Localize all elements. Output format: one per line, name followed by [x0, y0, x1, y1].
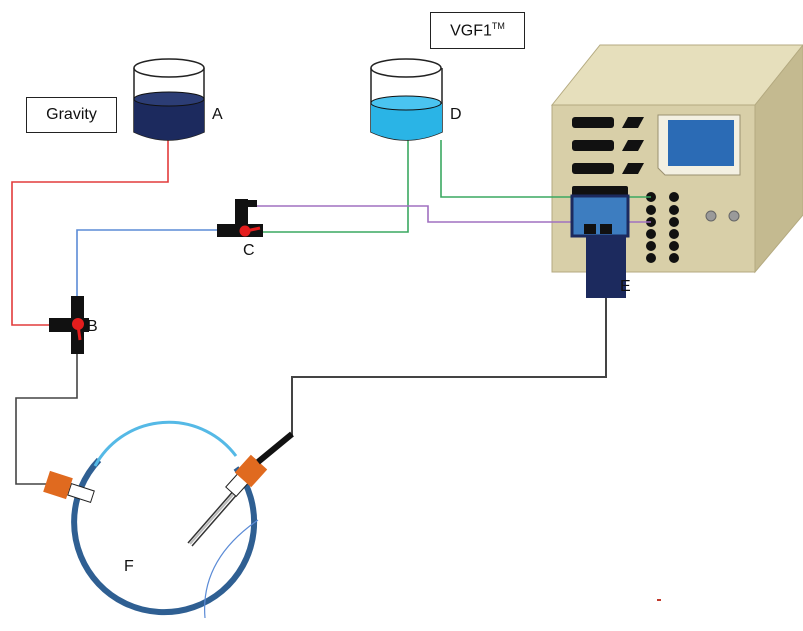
- vgf1-label: VGF1TM: [450, 20, 505, 40]
- cassette-e-icon: [570, 194, 630, 298]
- right-cannula-probe-icon: [187, 431, 294, 547]
- label-b: B: [87, 318, 98, 335]
- stopcock-b-icon: [49, 296, 89, 354]
- label-c: C: [243, 242, 255, 259]
- label-e: E: [620, 278, 631, 295]
- label-a: A: [212, 106, 223, 123]
- stray-mark: [657, 599, 661, 601]
- reservoir-a-beaker-icon: [133, 58, 205, 141]
- trademark-mark: TM: [491, 20, 505, 31]
- gravity-label: Gravity: [46, 106, 97, 123]
- reservoir-d-beaker-icon: [370, 58, 443, 141]
- label-d: D: [450, 106, 462, 123]
- eye-icon: [71, 420, 259, 619]
- vgf1-label-box: VGF1TM: [430, 12, 525, 49]
- console-icon: [550, 44, 803, 274]
- stopcock-c-icon: [217, 199, 263, 237]
- left-cannula-icon: [43, 470, 95, 504]
- gravity-label-box: Gravity: [26, 97, 117, 133]
- label-f: F: [124, 558, 134, 575]
